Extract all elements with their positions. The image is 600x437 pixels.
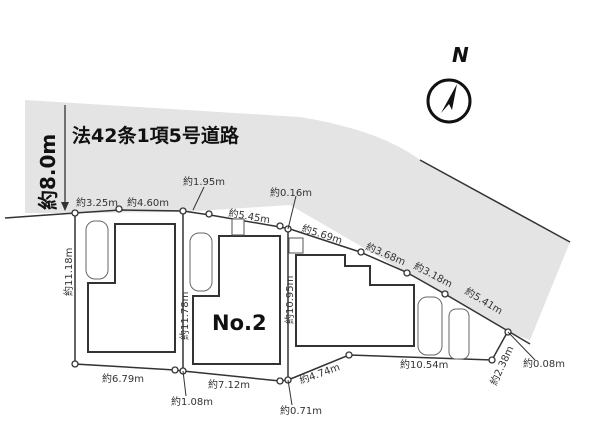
car-icon — [189, 232, 213, 292]
boundary-points — [71, 205, 512, 385]
steps-lot-3 — [288, 237, 304, 254]
dim-3-25: 約3.25m — [76, 196, 118, 209]
dim-1-95: 約1.95m — [183, 175, 225, 188]
road-edge-line — [419, 159, 571, 243]
north-compass-icon: N — [426, 43, 472, 124]
building-lot-3 — [295, 254, 415, 347]
north-label: N — [452, 43, 469, 67]
dim-10-95: 約10.95m — [283, 276, 296, 324]
lot-number-label: No.2 — [212, 311, 267, 335]
dim-0-16: 約0.16m — [270, 186, 312, 199]
building-lot-1 — [87, 223, 176, 353]
road-width-label: 約8.0m — [36, 134, 60, 210]
dim-11-78: 約11.78m — [178, 292, 191, 340]
dim-1-08: 約1.08m — [171, 395, 213, 408]
arrow-head-icon — [61, 202, 69, 211]
leader-lines — [182, 186, 536, 406]
car-icon — [448, 308, 470, 360]
car-icon — [85, 220, 109, 280]
dim-10-54: 約10.54m — [400, 358, 448, 371]
steps-lot-2 — [231, 218, 245, 236]
dim-0-71: 約0.71m — [280, 404, 322, 417]
dim-4-60: 約4.60m — [127, 196, 169, 209]
lot-2-boundary — [182, 229, 289, 382]
dim-7-12: 約7.12m — [208, 378, 250, 391]
dim-6-79: 約6.79m — [102, 372, 144, 385]
car-icon — [417, 296, 443, 356]
road-label: 法42条1項5号道路 — [72, 124, 240, 147]
dim-11-18: 約11.18m — [62, 248, 75, 296]
dim-4-74: 約4.74m — [298, 360, 342, 387]
building-lot-2 — [192, 235, 281, 365]
lot-3-boundary — [287, 330, 509, 381]
dim-0-08: 約0.08m — [523, 357, 565, 370]
road-area — [25, 100, 570, 340]
dim-2-38: 約2.38m — [487, 344, 517, 388]
